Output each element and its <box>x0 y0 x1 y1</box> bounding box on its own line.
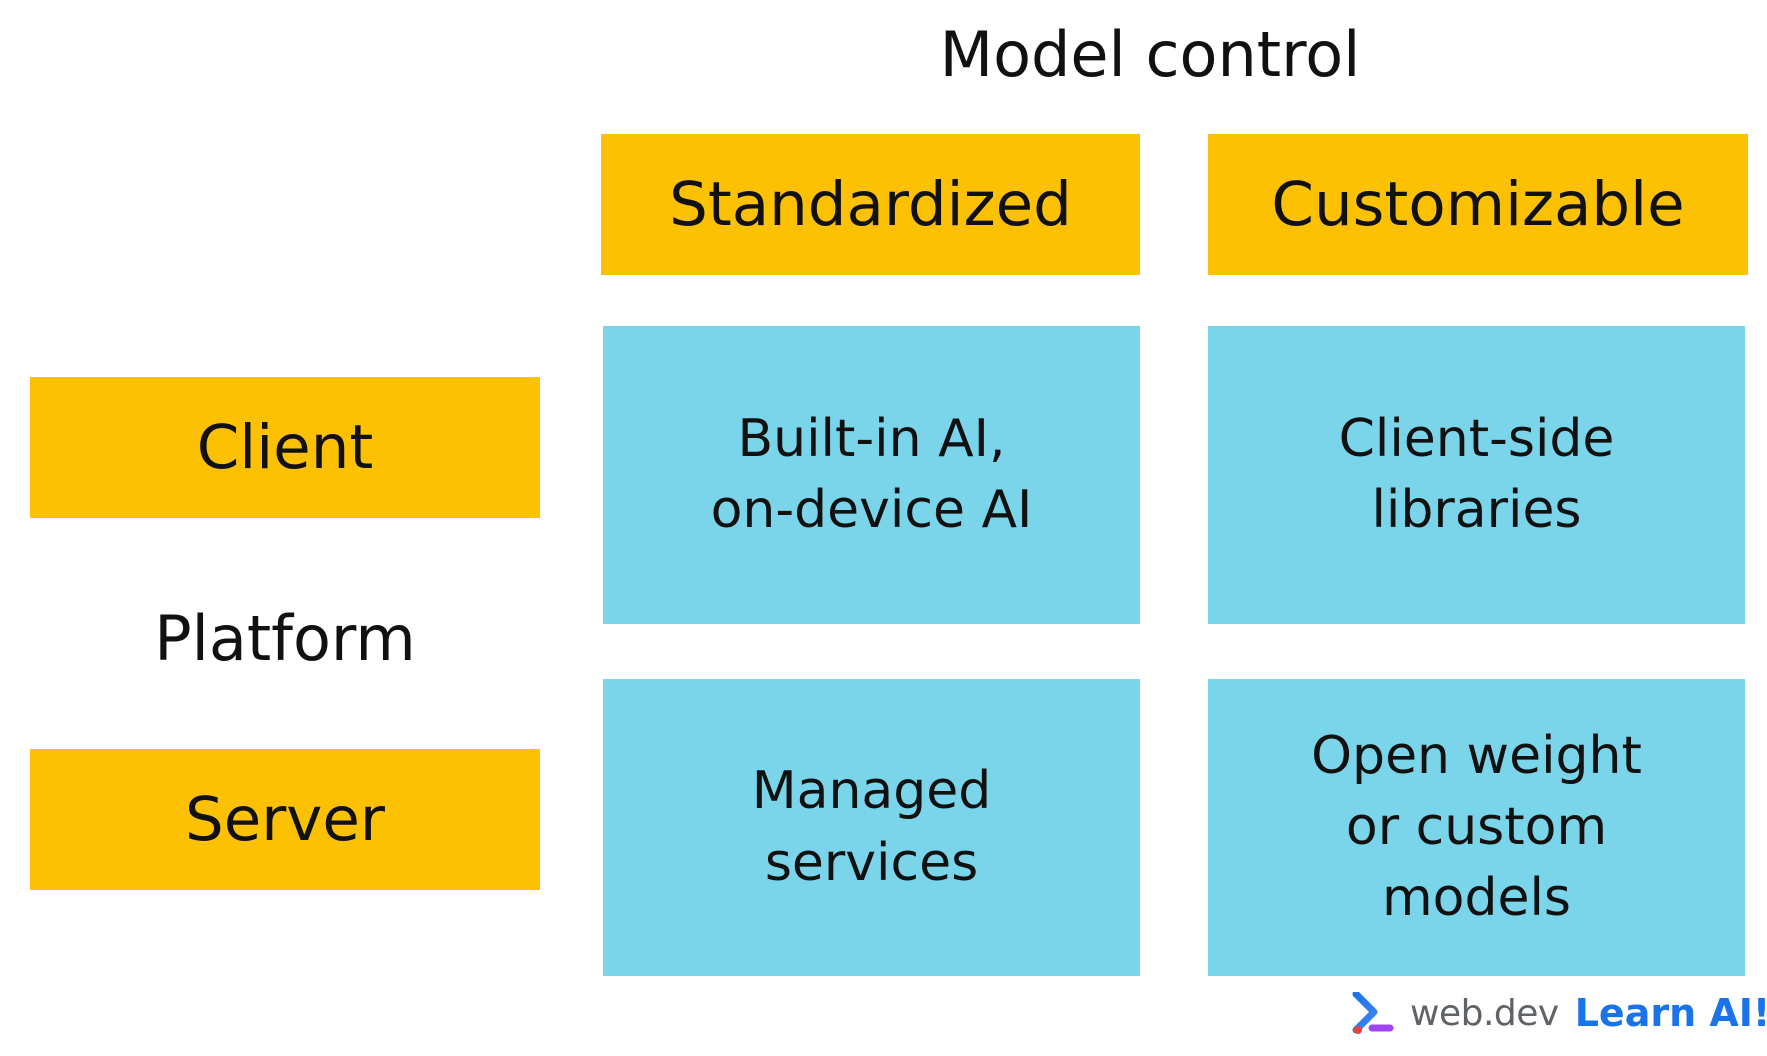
cell-text-line: Managed <box>751 761 992 822</box>
model-control-axis-title: Model control <box>939 18 1361 91</box>
row-header-label: Server <box>184 784 386 855</box>
platform-axis-title: Platform <box>154 602 416 675</box>
column-header-standardized: Standardized <box>601 134 1140 275</box>
cell-text-line: Client-side <box>1338 408 1615 469</box>
cell-text-line: on-device AI <box>710 480 1033 540</box>
cell-server-standardized: Managed services <box>603 679 1140 976</box>
row-header-client: Client <box>30 377 540 518</box>
cell-text-line: or custom <box>1345 796 1608 857</box>
cell-text-line: models <box>1381 868 1571 929</box>
column-header-customizable: Customizable <box>1208 134 1748 275</box>
row-header-server: Server <box>30 749 540 890</box>
cell-text-line: libraries <box>1371 480 1582 540</box>
cell-text-line: Built-in AI, <box>737 408 1006 469</box>
footer-branding: web.dev Learn AI! <box>1352 988 1767 1038</box>
cell-text-line: services <box>764 832 979 893</box>
cell-text-line: Open weight <box>1311 725 1642 786</box>
cell-client-customizable: Client-side libraries <box>1208 326 1745 624</box>
cell-client-standardized: Built-in AI, on-device AI <box>603 326 1140 624</box>
web-dev-chevron-logo-icon <box>1352 992 1394 1034</box>
cell-server-customizable: Open weight or custom models <box>1208 679 1745 976</box>
column-header-label: Customizable <box>1271 169 1685 240</box>
column-header-label: Standardized <box>669 169 1072 240</box>
row-header-label: Client <box>196 412 374 483</box>
tagline: Learn AI! <box>1574 991 1767 1035</box>
site-name: web.dev <box>1410 992 1559 1034</box>
